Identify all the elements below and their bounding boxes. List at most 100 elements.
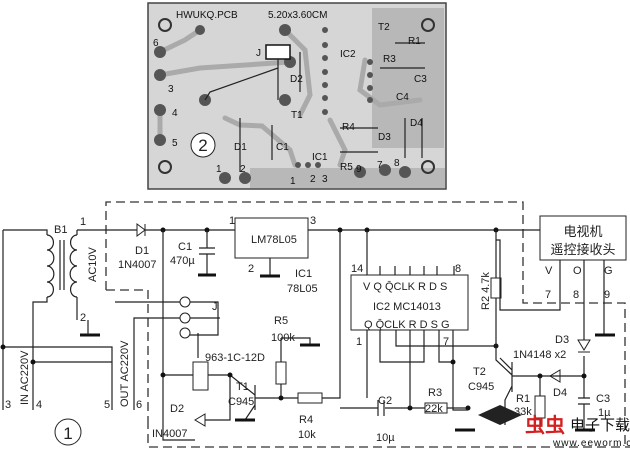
label-input-ac220v: IN AC220V [19,350,31,405]
ic1-box [234,217,309,259]
pcb-label: C1 [276,142,289,153]
relay-outline [265,44,291,60]
label-c2: C2 [378,395,392,407]
label-pin: 2 [80,312,86,324]
label-pin: 5 [104,399,110,411]
label-d2-part: IN4007 [152,428,187,440]
label-pin: 6 [136,399,142,411]
watermark: 虫虫 电子下载站 www.eeworm.com [478,405,630,449]
pcb-label: C3 [414,74,427,85]
label-ic2-top-pins: V Q Q̄CLK R D S [363,280,447,293]
receiver-title-line2: 遥控接收头 [550,242,615,257]
label-pin: 14 [351,263,363,275]
label-relay-part: 963-1C-12D [205,352,265,364]
label-d3-part: 1N4148 x2 [513,349,566,361]
schematic: 1 B1 1 2 AC10V D1 1N4007 C1 470µ LM78L05… [0,201,630,448]
label-r1: R1 [516,393,530,405]
label-pin: 3 [310,215,316,227]
pcb-label: 1 [290,176,296,187]
label-d1-part: 1N4007 [118,259,157,271]
graduation-cap-icon [478,405,522,425]
label-pin: 7 [443,336,449,348]
label-pin: 8 [455,263,461,275]
label-ic2: IC2 MC14013 [373,301,441,313]
label-ic1-part: 78L05 [287,283,318,295]
pcb-label: 6 [153,38,159,49]
label-c3: C3 [596,393,610,405]
label-r4-value: 10k [298,429,316,441]
ic2-box [350,274,469,331]
label-pin: 2 [248,263,254,275]
pcb-label: R3 [383,54,396,65]
label-c1-value: 470µ [170,255,195,267]
pcb-label: IC1 [312,152,328,163]
label-ic1: IC1 [295,268,312,280]
watermark-url: www.eeworm.com [552,438,630,449]
pcb-label: C4 [396,92,409,103]
receiver-title-line1: 电视机 [563,224,602,239]
label-d3: D3 [555,334,569,346]
pcb-labels: 6 3 4 5 J D2 IC2 T2 R1 R3 C3 C4 T1 R4 D3… [153,22,427,187]
label-r3: R3 [428,387,442,399]
label-t2-part: C945 [468,381,494,393]
pcb-label: D1 [234,142,247,153]
pcb-label: T1 [291,110,303,121]
pcb-title: HWUKQ.PCB [176,10,238,21]
pcb-label: IC2 [340,49,356,60]
label-c2-value: 10µ [376,432,395,444]
pcb-label: R1 [408,36,421,47]
label-r5-value: 100k [271,332,295,344]
copper-area [372,8,444,148]
watermark-site-name: 电子下载站 [570,417,630,434]
label-r4: R4 [299,414,313,426]
figure-number-2: 2 [198,136,207,155]
label-r3-value: 22k [425,403,443,415]
label-d4: D4 [553,387,567,399]
pcb-label: 4 [172,108,178,119]
label-c1: C1 [178,241,192,253]
pcb-label: R5 [340,162,353,173]
pcb-label: 8 [394,158,400,169]
pcb-size: 5.20x3.60CM [268,10,327,21]
label-d2: D2 [170,403,184,415]
label-pin: 1 [356,336,362,348]
label-d1: D1 [135,245,149,257]
label-r2: R2 4.7k [480,272,492,310]
pcb-label: D3 [378,132,391,143]
pcb-label: 9 [356,164,362,175]
label-b1: B1 [54,224,67,236]
pcb-label: 2 [310,174,316,185]
pcb-label: 2 [240,164,246,175]
pcb-label: 3 [168,84,174,95]
label-pin: 9 [604,289,610,301]
pcb-label: J [256,48,261,59]
label-output-ac220v: OUT AC220V [119,340,131,407]
label-t2: T2 [473,366,486,378]
pcb-label: D4 [410,118,423,129]
pcb-label: T2 [378,22,390,33]
pcb-label: D2 [290,74,303,85]
copper-area [250,168,445,188]
label-c3-value: 1µ [598,407,611,419]
label-pin: 4 [36,399,42,411]
label-pin: 7 [545,289,551,301]
label-t1-part: C945 [228,396,254,408]
label-ic2-bottom-pins: Q Q̄CLK R D S G [364,318,450,331]
watermark-logo: 虫虫 [525,413,565,437]
label-pin: 8 [573,289,579,301]
label-pin: 3 [5,399,11,411]
label-t1: T1 [236,381,249,393]
pcb-label: 5 [172,138,178,149]
pcb-label: 1 [216,164,222,175]
tv-remote-receiver-box [539,215,627,261]
label-pin: 1 [229,215,235,227]
pcb-label: 7 [377,160,383,171]
label-pin: 1 [80,216,86,228]
label-pin: V [545,265,553,277]
label-ac10v: AC10V [87,246,99,282]
label-r5: R5 [274,315,288,327]
figure-number-1: 1 [63,424,72,443]
pcb-label: 3 [322,174,328,185]
pcb-label: R4 [342,122,355,133]
